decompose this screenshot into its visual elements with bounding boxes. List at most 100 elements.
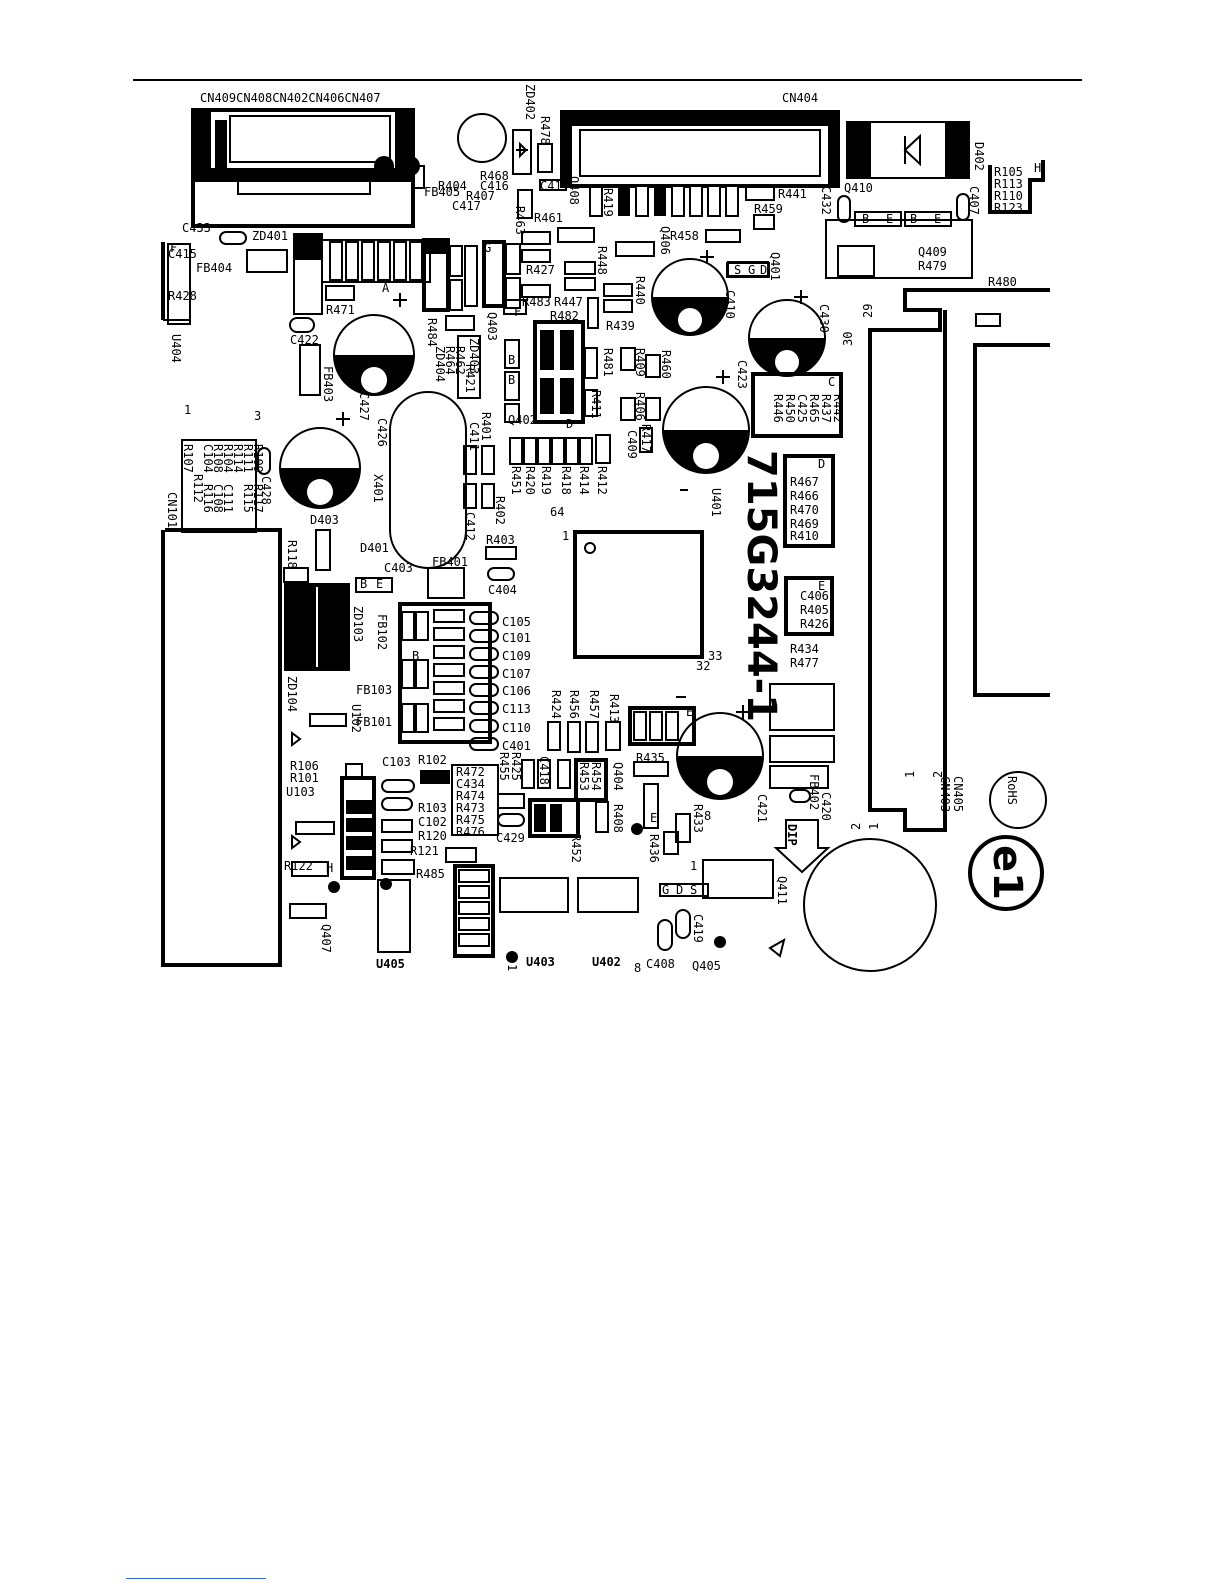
svg-text:R405: R405 (800, 603, 829, 617)
svg-text:D403: D403 (310, 513, 339, 527)
rohs-mark (989, 771, 1047, 829)
svg-text:U401: U401 (709, 488, 723, 517)
svg-text:8: 8 (704, 809, 711, 823)
svg-text:R456: R456 (567, 690, 581, 719)
svg-text:S: S (690, 883, 697, 897)
svg-text:R428: R428 (168, 289, 197, 303)
pin1-dots (328, 823, 726, 963)
svg-text:D401: D401 (360, 541, 389, 555)
svg-text:R481: R481 (601, 348, 615, 377)
mounting-hole (457, 113, 507, 163)
svg-text:C412: C412 (463, 512, 477, 541)
svg-text:ZD403: ZD403 (467, 338, 481, 374)
svg-text:U405: U405 (376, 957, 405, 971)
svg-text:R439: R439 (606, 319, 635, 333)
svg-text:3: 3 (254, 409, 261, 423)
svg-text:R418: R418 (559, 466, 573, 495)
svg-text:F: F (170, 241, 177, 255)
board-outline (161, 160, 1050, 967)
svg-text:33: 33 (708, 649, 722, 663)
svg-text:C416: C416 (480, 179, 509, 193)
svg-text:1: 1 (184, 403, 191, 417)
svg-text:C429: C429 (496, 831, 525, 845)
svg-text:FB102: FB102 (375, 614, 389, 650)
labels: CN409CN408CN402CN406CN407 CN404 ZD402 R4… (165, 84, 1041, 975)
svg-text:R110: R110 (994, 189, 1023, 203)
triangle-marks (291, 731, 786, 958)
cap-c427 (333, 314, 415, 396)
svg-text:ZD401: ZD401 (252, 229, 288, 243)
svg-text:R474: R474 (456, 789, 485, 803)
svg-text:E: E (818, 579, 825, 593)
e1-text: e1 (984, 845, 1030, 900)
svg-text:C422: C422 (290, 333, 319, 347)
svg-text:R460: R460 (659, 350, 673, 379)
svg-text:ZD104: ZD104 (285, 676, 299, 712)
svg-text:R104: R104 (221, 444, 235, 473)
footer-link-underline[interactable] (126, 1578, 266, 1579)
svg-text:C427: C427 (357, 392, 371, 421)
svg-text:R470: R470 (790, 503, 819, 517)
svg-text:R453: R453 (577, 762, 591, 791)
electrolytic-capacitors (279, 258, 826, 800)
svg-text:R476: R476 (456, 825, 485, 839)
svg-text:R406: R406 (633, 392, 647, 421)
svg-text:R461: R461 (534, 211, 563, 225)
svg-text:R433: R433 (691, 804, 705, 833)
svg-text:C423: C423 (735, 360, 749, 389)
svg-text:C109: C109 (502, 649, 531, 663)
svg-text:C428: C428 (259, 476, 273, 505)
svg-text:C401: C401 (502, 739, 531, 753)
svg-text:2: 2 (931, 771, 945, 778)
svg-text:E: E (376, 577, 383, 591)
svg-text:2: 2 (849, 823, 863, 830)
svg-text:R407: R407 (466, 189, 495, 203)
svg-text:C103: C103 (382, 755, 411, 769)
svg-text:B: B (910, 212, 917, 226)
label-cn404: CN404 (782, 91, 818, 105)
svg-text:C432: C432 (819, 186, 833, 215)
svg-text:R122: R122 (284, 859, 313, 873)
svg-text:B: B (412, 649, 419, 663)
connector-block-cn409-cn407 (191, 108, 425, 228)
svg-text:C409: C409 (625, 430, 639, 459)
svg-text:R409: R409 (633, 348, 647, 377)
svg-text:R466: R466 (790, 489, 819, 503)
svg-text:C406: C406 (800, 589, 829, 603)
svg-text:H: H (326, 861, 333, 875)
svg-text:C433: C433 (182, 221, 211, 235)
svg-text:C411: C411 (467, 422, 481, 451)
e1-mark (968, 835, 1044, 911)
svg-text:R471: R471 (326, 303, 355, 317)
svg-text:R116: R116 (201, 484, 215, 513)
svg-text:D402: D402 (972, 142, 986, 171)
svg-text:E: E (686, 705, 693, 719)
svg-text:R475: R475 (456, 813, 485, 827)
svg-text:R467: R467 (790, 475, 819, 489)
svg-text:C403: C403 (384, 561, 413, 575)
svg-text:A: A (382, 281, 390, 295)
label-cn101: CN101 (165, 492, 179, 528)
svg-text:C106: C106 (502, 684, 531, 698)
svg-text:R413: R413 (607, 694, 621, 723)
svg-text:R123: R123 (994, 201, 1023, 215)
svg-text:8: 8 (634, 961, 641, 975)
svg-text:R404: R404 (438, 179, 467, 193)
svg-text:C414: C414 (540, 179, 569, 193)
svg-text:R117: R117 (251, 484, 265, 513)
svg-text:Q407: Q407 (319, 924, 333, 953)
svg-text:R408: R408 (611, 804, 625, 833)
svg-text:R121: R121 (410, 844, 439, 858)
svg-text:C102: C102 (418, 815, 447, 829)
svg-text:R102: R102 (418, 753, 447, 767)
svg-text:G: G (484, 241, 491, 255)
svg-text:R452: R452 (569, 834, 583, 863)
svg-text:1: 1 (505, 964, 519, 971)
svg-text:R107: R107 (181, 444, 195, 473)
svg-text:R106: R106 (290, 759, 319, 773)
svg-text:ZD103: ZD103 (351, 606, 365, 642)
svg-text:R421: R421 (463, 364, 477, 393)
dip-arrow (773, 819, 831, 874)
svg-text:B: B (360, 577, 367, 591)
